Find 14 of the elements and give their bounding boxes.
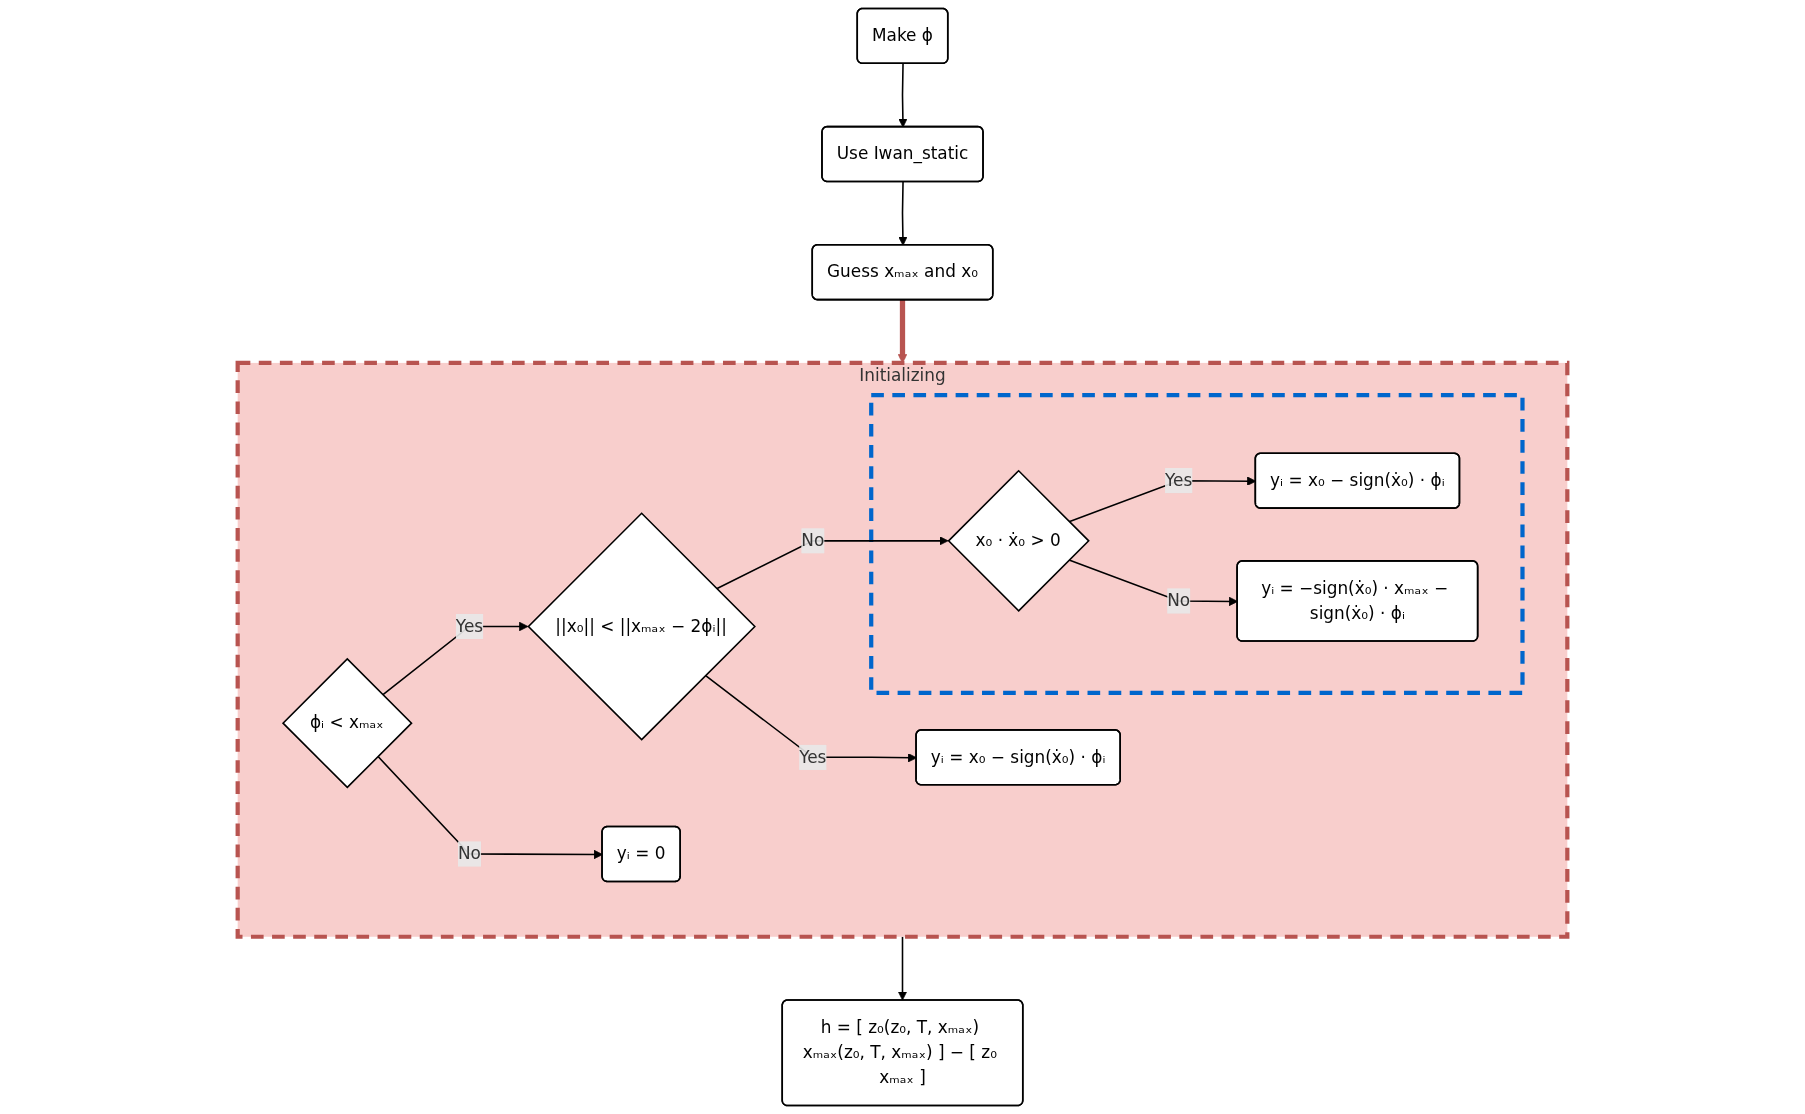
- arrow: [715, 536, 949, 590]
- edge-label: Yes: [455, 615, 484, 636]
- node-diamond: ϕᵢ < xₘₐₓ: [281, 657, 413, 789]
- node-diamond: ||x₀|| < ||xₘₐₓ − 2ϕᵢ||: [527, 512, 756, 741]
- cluster: [869, 392, 1525, 696]
- arrow: [377, 755, 603, 860]
- edge-label: No: [801, 530, 825, 551]
- edge-label: No: [1167, 590, 1191, 611]
- edge-label: Yes: [799, 746, 827, 767]
- arrow: [898, 181, 908, 246]
- edge-label: No: [457, 843, 481, 864]
- node-diamond: x₀ · ẋ₀ > 0: [947, 469, 1090, 612]
- arrow: [898, 63, 908, 128]
- edge-label: Yes: [1165, 470, 1193, 491]
